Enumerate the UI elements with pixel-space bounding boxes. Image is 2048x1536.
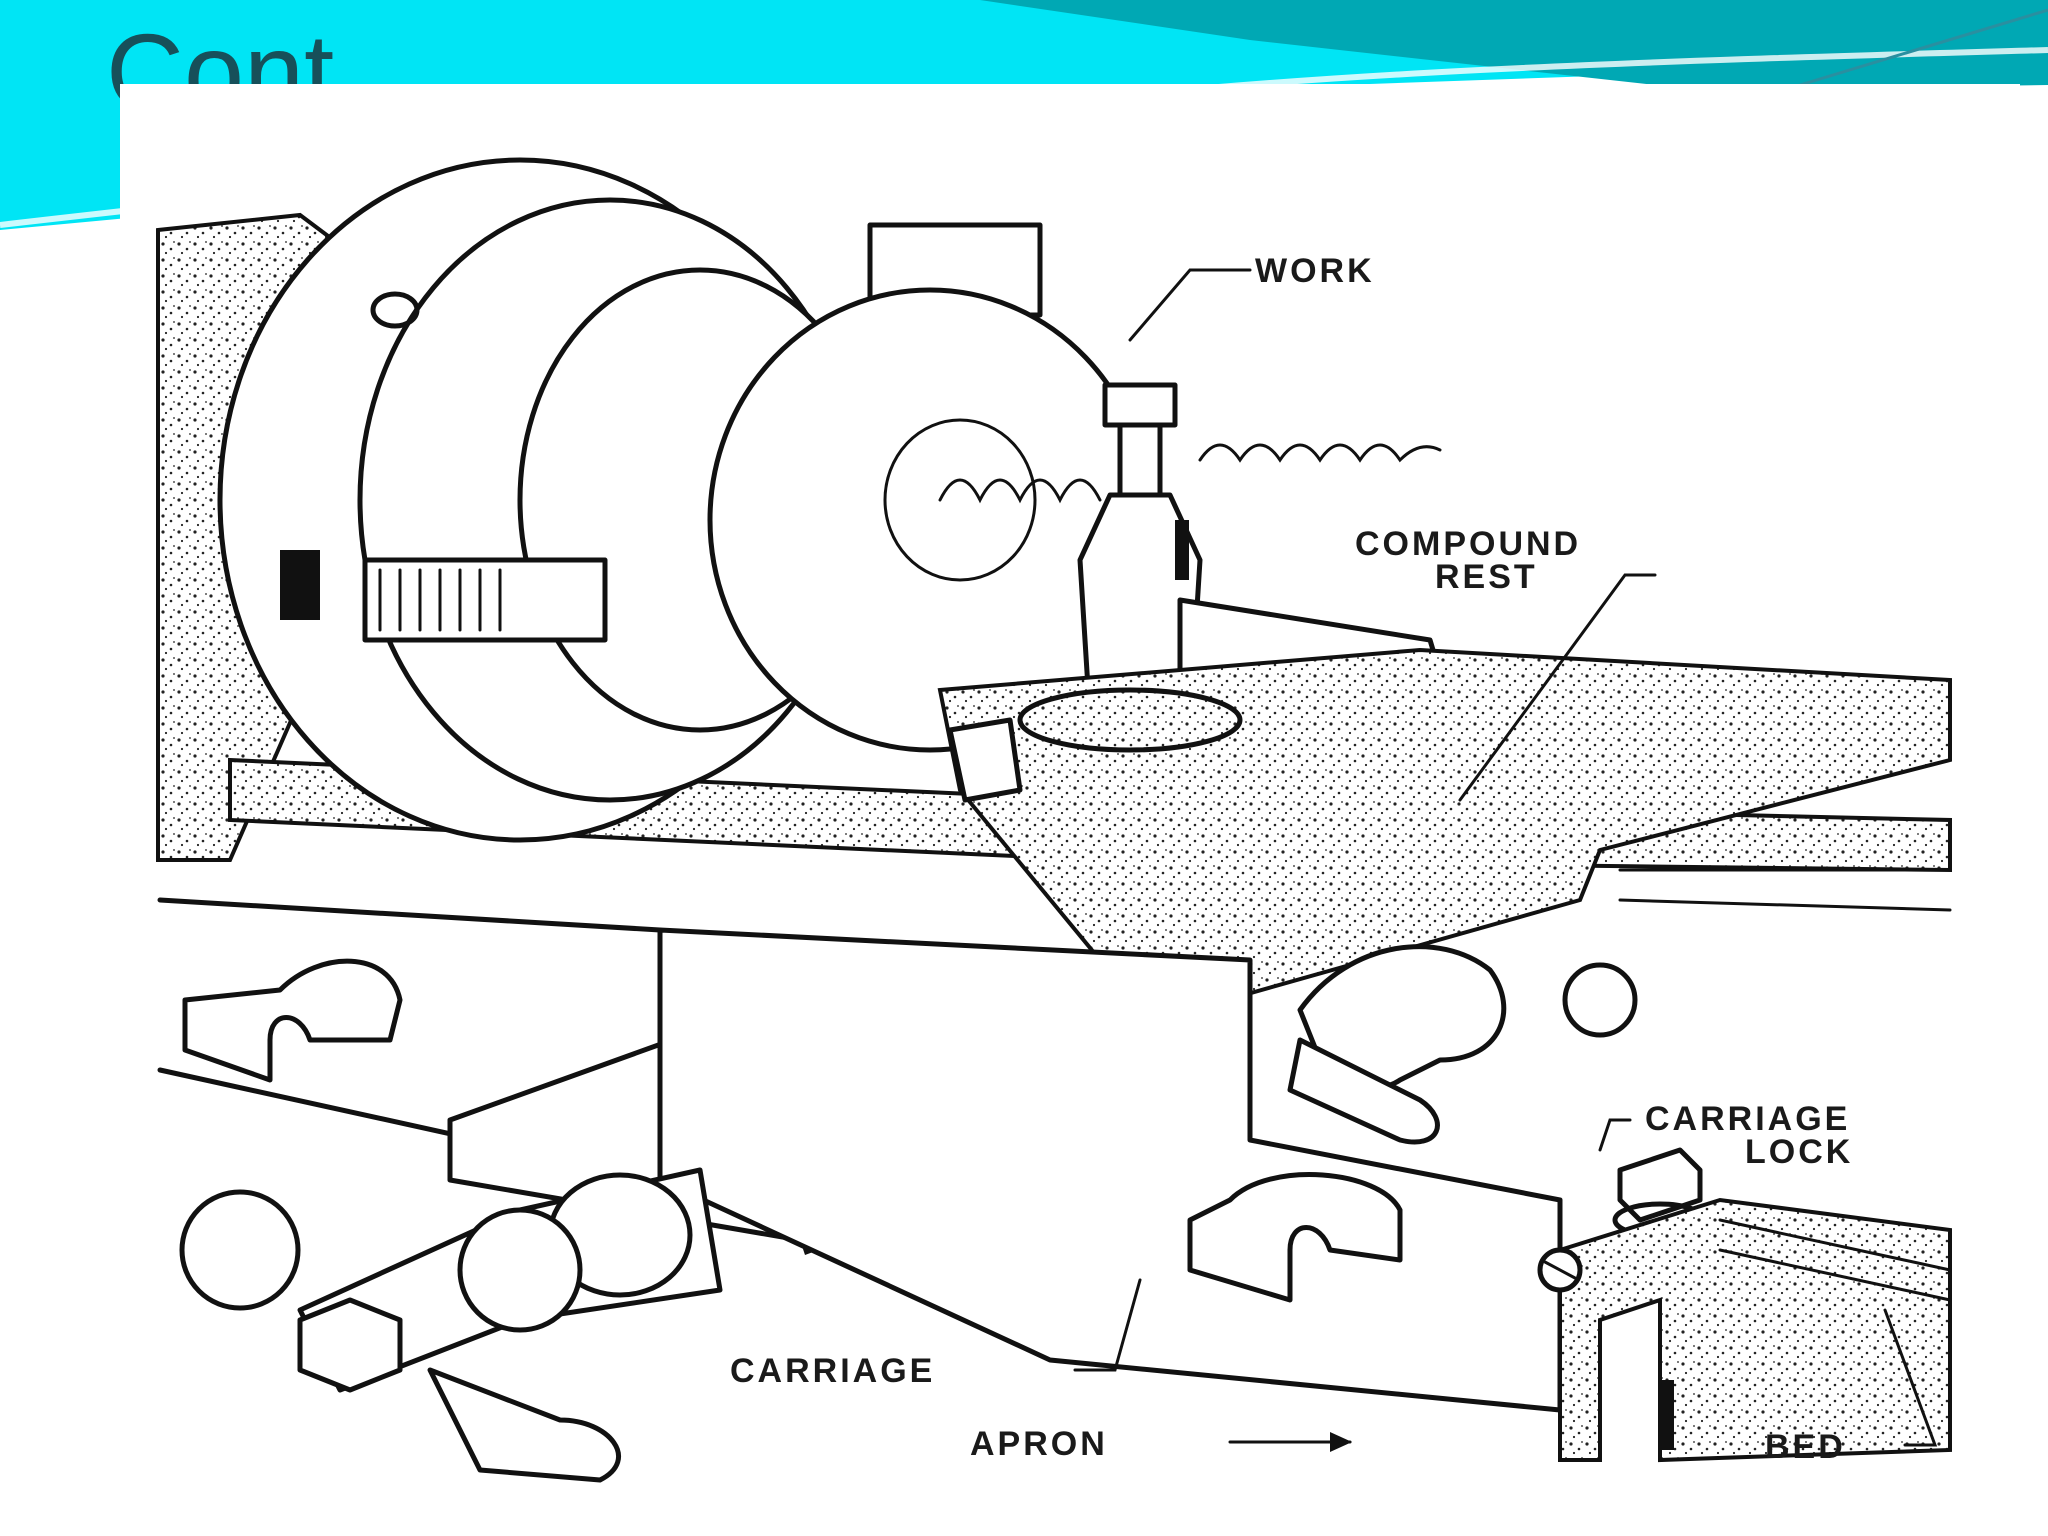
t-slot-right: [1187, 1172, 1403, 1303]
label-compound-rest-2: REST: [1435, 558, 1538, 596]
t-slot-left: [182, 958, 403, 1083]
chuck-jaw-left: [362, 557, 608, 643]
bed-dark-stripe: [1660, 1380, 1674, 1450]
cross-feed-handle: [427, 1367, 621, 1483]
label-carriage-lock-2: LOCK: [1745, 1133, 1853, 1171]
cross-feed-hex: [297, 1297, 403, 1393]
label-work: WORK: [1255, 252, 1375, 290]
header-band-dark: [980, 0, 2048, 90]
compound-slot: [947, 717, 1023, 803]
workpiece-face: [883, 418, 1037, 582]
chip-spiral: [938, 443, 1442, 504]
leader-work: [1128, 268, 1252, 342]
slot-screw-slit: [1543, 1260, 1577, 1280]
leader-bed: [1883, 1308, 1938, 1447]
label-bed: BED: [1765, 1428, 1846, 1466]
leader-compound-rest: [1458, 573, 1657, 802]
compound-handle-ball: [1562, 962, 1638, 1038]
bed-rails: [1618, 868, 1952, 1302]
leader-carriage-lock: [1598, 1118, 1632, 1152]
tool-post-cap: [1102, 382, 1178, 428]
label-compound-rest-1: COMPOUND: [1355, 525, 1581, 563]
label-carriage: CARRIAGE: [730, 1352, 935, 1390]
chuck-hole: [370, 291, 420, 329]
handwheel-ball: [179, 1189, 301, 1311]
cross-feed-nut-2: [457, 1207, 583, 1333]
label-apron: APRON: [970, 1425, 1108, 1463]
apron-arrowhead: [1330, 1432, 1352, 1452]
compound-base: [1017, 687, 1243, 753]
label-carriage-lock-1: CARRIAGE: [1645, 1100, 1850, 1138]
tool-post-dark-stripe: [1175, 520, 1189, 580]
leader-carriage: [1073, 1278, 1142, 1372]
header-swoosh-accent: [1799, 8, 2048, 87]
chuck-jaw-left-dark: [280, 550, 320, 620]
compound-handle-lever: [1287, 1037, 1440, 1145]
jaw-screw-threads: [378, 568, 502, 632]
tool-post-screw: [1117, 422, 1163, 498]
carriage-lock-bolt: [1617, 1147, 1703, 1223]
